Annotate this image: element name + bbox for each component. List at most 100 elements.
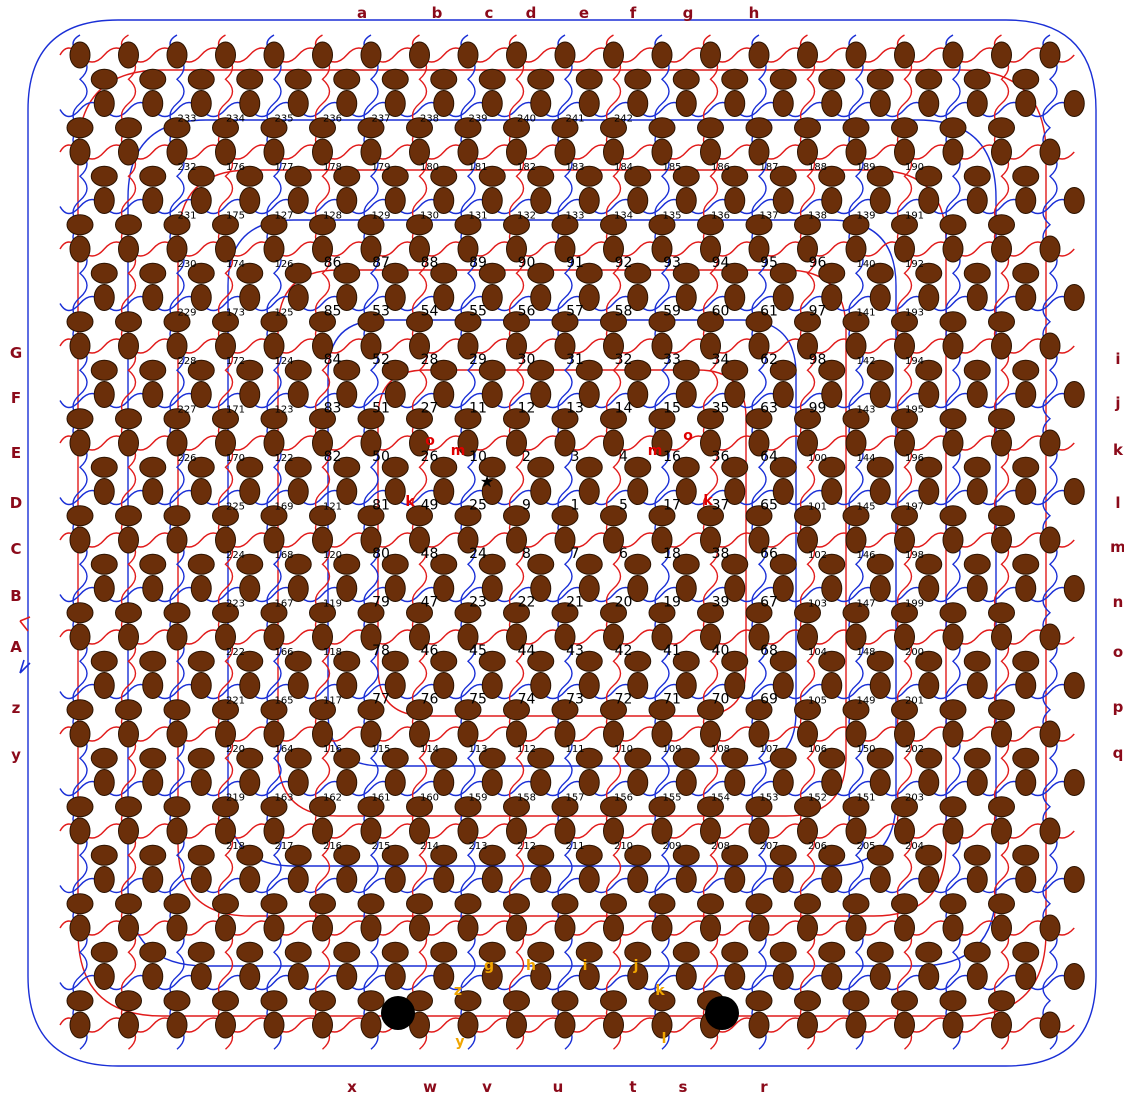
number-label-237: 237 — [371, 114, 390, 125]
bead-695 — [1013, 845, 1039, 865]
number-label-71: 71 — [663, 692, 681, 708]
bead-835 — [798, 1012, 818, 1038]
bead-75 — [919, 91, 939, 117]
bead-528 — [943, 624, 963, 650]
bead-326 — [989, 409, 1015, 429]
bead-612 — [992, 721, 1012, 747]
edge-label-right-n: n — [1113, 593, 1124, 611]
bead-205 — [94, 285, 114, 311]
number-label-151: 151 — [856, 793, 875, 804]
bead-611 — [964, 748, 990, 768]
bead-709 — [385, 867, 405, 893]
gold-marker-k: k — [655, 983, 665, 999]
bead-793 — [434, 964, 454, 990]
number-label-49: 49 — [421, 498, 439, 514]
gold-marker-l: l — [662, 1031, 667, 1047]
number-label-46: 46 — [421, 643, 439, 659]
bead-453 — [143, 576, 163, 602]
number-label-212: 212 — [517, 841, 536, 852]
bead-811 — [870, 964, 890, 990]
bead-65 — [676, 91, 696, 117]
number-label-229: 229 — [177, 308, 196, 319]
number-label-99: 99 — [809, 401, 827, 417]
bead-575 — [91, 748, 117, 768]
number-label-124: 124 — [274, 356, 293, 367]
bead-68 — [698, 118, 724, 138]
bead-829 — [507, 1012, 527, 1038]
number-label-218: 218 — [226, 841, 245, 852]
number-label-217: 217 — [274, 841, 293, 852]
bead-787 — [288, 964, 308, 990]
number-label-60: 60 — [712, 304, 730, 320]
number-label-169: 169 — [274, 502, 293, 513]
number-label-211: 211 — [565, 841, 584, 852]
bead-720 — [601, 894, 627, 914]
number-label-203: 203 — [905, 793, 924, 804]
bead-783 — [191, 964, 211, 990]
bead-750 — [361, 915, 381, 941]
bead-24 — [652, 42, 672, 68]
bead-206 — [67, 312, 93, 332]
bead-578 — [167, 721, 187, 747]
bead-448 — [992, 527, 1012, 553]
bead-351 — [625, 457, 651, 477]
bead-758 — [555, 915, 575, 941]
number-label-39: 39 — [712, 595, 730, 611]
number-label-231: 231 — [177, 211, 196, 222]
number-label-219: 219 — [226, 793, 245, 804]
bead-820 — [70, 1012, 90, 1038]
bead-805 — [725, 964, 745, 990]
number-label-117: 117 — [323, 696, 342, 707]
bead-415 — [188, 554, 214, 574]
bead-71 — [822, 91, 842, 117]
number-label-180: 180 — [420, 162, 439, 173]
number-label-120: 120 — [323, 550, 342, 561]
bead-200 — [943, 236, 963, 262]
bead-364 — [943, 430, 963, 456]
edge-label-right-l: l — [1115, 494, 1120, 512]
bead-323 — [967, 382, 987, 408]
bead-41 — [94, 91, 114, 117]
bead-532 — [1040, 624, 1060, 650]
bead-410 — [70, 527, 90, 553]
bead-413 — [140, 554, 166, 574]
bead-70 — [746, 118, 772, 138]
number-label-104: 104 — [808, 647, 827, 658]
number-label-142: 142 — [856, 356, 875, 367]
bead-13 — [382, 69, 408, 89]
bead-779 — [94, 964, 114, 990]
bead-658 — [119, 818, 139, 844]
bead-767 — [770, 942, 796, 962]
bead-782 — [116, 991, 142, 1011]
bead-572 — [989, 700, 1015, 720]
number-label-2: 2 — [522, 449, 531, 465]
number-label-82: 82 — [324, 449, 342, 465]
bead-83 — [91, 166, 117, 186]
number-label-236: 236 — [323, 114, 342, 125]
bead-727 — [822, 867, 842, 893]
red-marker-m: m — [648, 443, 663, 459]
number-label-107: 107 — [759, 744, 778, 755]
number-label-210: 210 — [614, 841, 633, 852]
bead-808 — [746, 991, 772, 1011]
number-label-30: 30 — [518, 352, 536, 368]
bead-21 — [576, 69, 602, 89]
bead-249 — [140, 360, 166, 380]
bead-27 — [722, 69, 748, 89]
bead-282 — [943, 333, 963, 359]
bead-10 — [313, 42, 333, 68]
bead-9 — [285, 69, 311, 89]
number-label-141: 141 — [856, 308, 875, 319]
bead-12 — [361, 42, 381, 68]
bead-368 — [1040, 430, 1060, 456]
number-label-53: 53 — [372, 304, 390, 320]
bead-19 — [528, 69, 554, 89]
bead-491 — [1064, 576, 1084, 602]
bead-751 — [382, 942, 408, 962]
bead-762 — [652, 915, 672, 941]
bead-704 — [213, 894, 239, 914]
bead-791 — [385, 964, 405, 990]
bead-815 — [967, 964, 987, 990]
bead-655 — [1064, 770, 1084, 796]
